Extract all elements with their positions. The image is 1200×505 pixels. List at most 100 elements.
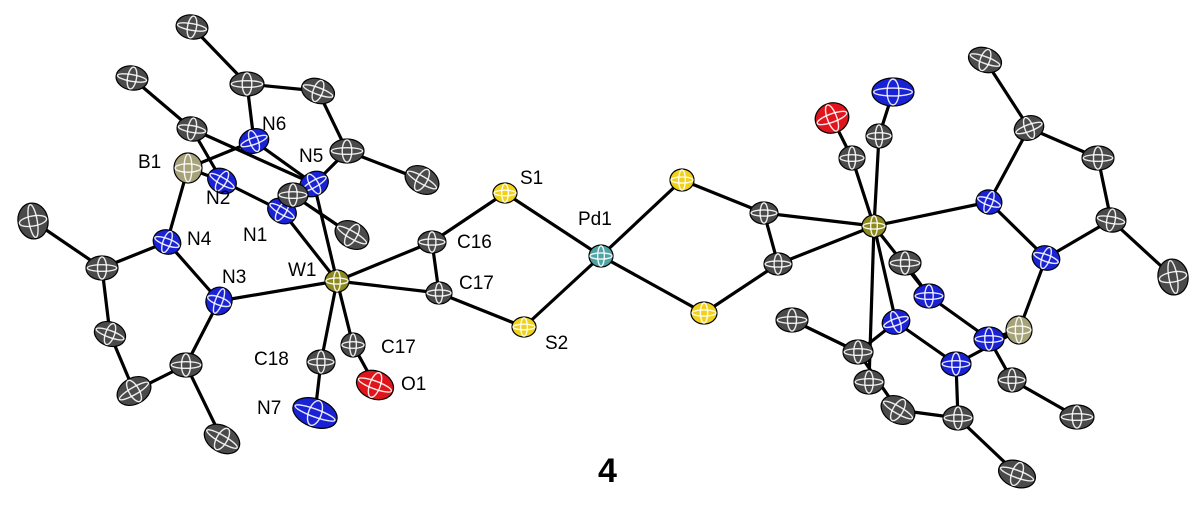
- atom-c20: [749, 201, 779, 225]
- bond-w2-c23: [872, 134, 881, 228]
- label-c17-upper: C17: [459, 273, 494, 294]
- atom-o2: [814, 102, 850, 134]
- atom-rf: [775, 307, 809, 333]
- atom-rm: [1059, 404, 1095, 430]
- atom-rb: [1081, 145, 1115, 171]
- atom-r5: [881, 309, 911, 335]
- bond-w2-r5: [872, 224, 898, 324]
- label-w1: W1: [288, 260, 317, 281]
- atom-ri: [880, 394, 916, 426]
- atom-la: [85, 255, 119, 281]
- atom-c22: [838, 145, 866, 171]
- label-n3: N3: [222, 267, 246, 288]
- label-n5: N5: [299, 146, 323, 167]
- atom-n4: [152, 229, 182, 255]
- atom-c19: [340, 332, 366, 358]
- atom-rh: [853, 369, 885, 395]
- bond-w1-n3: [217, 279, 339, 303]
- atom-c17: [425, 281, 453, 305]
- atom-tf: [115, 65, 149, 91]
- bond-s4-c21: [702, 262, 780, 315]
- atom-rg: [842, 339, 874, 365]
- bond-c17-s2: [437, 291, 526, 329]
- atom-n2: [207, 167, 237, 195]
- label-n4: N4: [187, 229, 212, 250]
- bond-w1-n5: [312, 182, 339, 283]
- bond-s3-c20: [680, 178, 766, 215]
- bond-c16-s1: [430, 191, 507, 244]
- atom-r3: [913, 283, 945, 309]
- atom-w2: [861, 214, 887, 238]
- atom-lb: [93, 320, 127, 348]
- atom-mb: [277, 182, 309, 208]
- atom-rd: [967, 46, 1003, 74]
- bond-pd1-s4: [599, 254, 706, 315]
- atom-s1: [492, 182, 518, 204]
- atom-r6: [940, 351, 972, 377]
- atom-lf: [203, 423, 241, 455]
- atom-b1: [173, 152, 203, 184]
- atom-r2: [1031, 245, 1061, 271]
- atom-rj: [942, 405, 974, 431]
- atom-rl: [888, 250, 922, 276]
- bond-w1-c17: [335, 279, 441, 295]
- atom-ra: [1013, 115, 1045, 141]
- label-c18: C18: [254, 349, 289, 370]
- atom-c18: [306, 349, 336, 375]
- atom-ld: [169, 352, 203, 378]
- label-b1: B1: [138, 152, 161, 173]
- label-c17-lower: C17: [381, 337, 416, 358]
- label-s1: S1: [520, 168, 543, 189]
- atom-rk: [998, 459, 1036, 489]
- atom-tb: [300, 77, 336, 105]
- atom-c21: [763, 252, 793, 276]
- bond-w1-c18: [319, 279, 339, 364]
- label-s2: S2: [545, 333, 568, 354]
- atom-te: [404, 164, 440, 196]
- atom-o1: [355, 369, 395, 401]
- atoms-layer: [17, 14, 1189, 489]
- bond-s2-pd1: [522, 254, 603, 329]
- label-c16: C16: [457, 232, 492, 253]
- bond-w2-r1: [872, 200, 991, 228]
- atom-s2: [511, 316, 537, 338]
- atom-pd1: [588, 244, 614, 268]
- atom-rc: [1095, 207, 1127, 233]
- bond-ma-n5: [190, 127, 316, 186]
- label-pd1: Pd1: [578, 209, 612, 230]
- bond-w2-c20: [762, 211, 876, 228]
- bond-s1-pd1: [503, 191, 603, 258]
- atom-c16: [417, 230, 447, 254]
- atom-n7: [292, 397, 338, 429]
- label-o1: O1: [401, 374, 426, 395]
- atom-mc: [334, 219, 370, 251]
- label-n6: N6: [262, 114, 286, 135]
- bond-w1-c16: [335, 240, 434, 283]
- atom-c23: [865, 123, 893, 149]
- label-n2: N2: [206, 188, 230, 209]
- atom-lc: [116, 375, 152, 407]
- atom-td: [175, 14, 209, 40]
- atom-labels: B1 N6 N5 N2 N1 N4 N3 W1 C16 C17 C17 C18 …: [138, 114, 612, 419]
- atom-s3: [669, 168, 695, 192]
- atom-r4: [973, 326, 1005, 352]
- atom-ta: [229, 71, 265, 97]
- atom-rn: [997, 367, 1027, 393]
- atom-re: [1157, 258, 1189, 296]
- atom-n3: [205, 286, 233, 316]
- bond-pd1-s3: [599, 178, 684, 258]
- compound-number-label: 4: [598, 452, 617, 490]
- atom-s4: [690, 301, 718, 325]
- atom-le: [17, 202, 49, 240]
- label-n1: N1: [243, 225, 267, 246]
- atom-r1: [975, 189, 1003, 215]
- atom-b2: [1005, 315, 1033, 345]
- atom-ma: [176, 116, 208, 142]
- label-n7: N7: [257, 398, 281, 419]
- bond-w2-c21: [776, 224, 876, 266]
- atom-n8: [871, 77, 915, 107]
- atom-w1: [324, 269, 350, 293]
- atom-n6: [238, 128, 270, 154]
